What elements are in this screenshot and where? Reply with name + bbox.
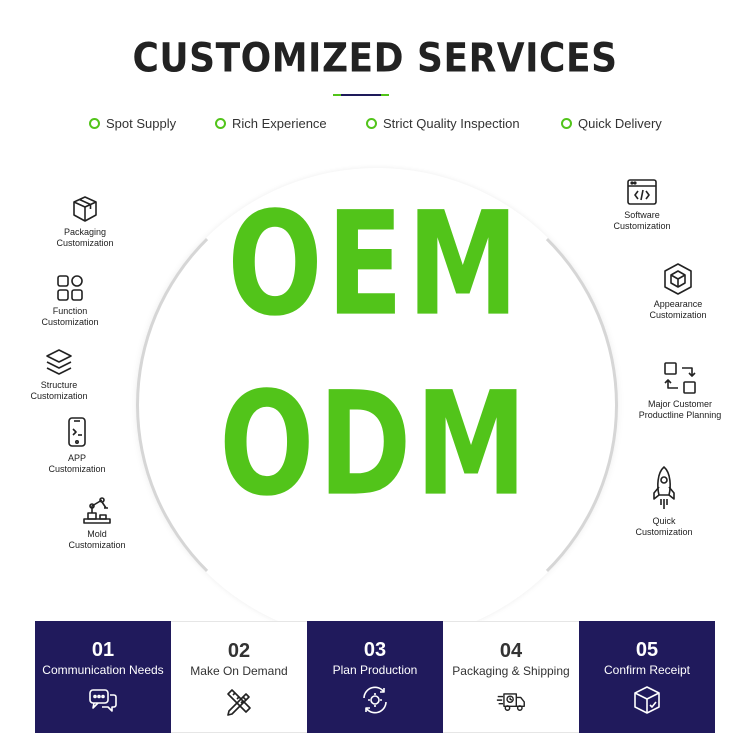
phone-icon xyxy=(68,417,86,447)
item-label-line1: Appearance xyxy=(653,299,703,309)
step-communication: 01 Communication Needs xyxy=(35,621,171,733)
step-label: Make On Demand xyxy=(190,664,288,678)
item-label-line2: Customization xyxy=(635,527,693,537)
item-label-line2: Productline Planning xyxy=(638,410,722,420)
feature-dot-icon xyxy=(89,118,100,129)
title-underline xyxy=(333,94,389,96)
step-label: Packaging & Shipping xyxy=(452,664,570,678)
step-number: 05 xyxy=(635,639,659,661)
right-item-appearance: Appearance Customization xyxy=(638,262,718,321)
step-confirm-receipt: 05 Confirm Receipt xyxy=(579,621,715,733)
item-label-line1: Major Customer xyxy=(647,399,712,409)
feature-label: Rich Experience xyxy=(232,116,327,131)
feature-label: Strict Quality Inspection xyxy=(383,116,520,131)
step-number: 03 xyxy=(363,639,387,661)
item-label-line1: Software xyxy=(624,210,660,220)
feature-quick-delivery: Quick Delivery xyxy=(561,116,662,131)
oem-text: OEM xyxy=(227,181,523,349)
feature-label: Spot Supply xyxy=(106,116,177,131)
feature-label: Quick Delivery xyxy=(578,116,662,131)
left-item-mold: Mold Customization xyxy=(57,494,137,551)
step-label: Plan Production xyxy=(332,663,418,677)
right-item-software: Software Customization xyxy=(602,177,682,232)
step-number: 02 xyxy=(227,640,251,662)
item-label-line1: Structure xyxy=(40,380,78,390)
box-icon xyxy=(73,196,97,222)
left-item-structure: Structure Customization xyxy=(19,347,99,402)
right-item-quick: Quick Customization xyxy=(624,465,704,538)
right-item-productline: Major Customer Productline Planning xyxy=(630,360,730,421)
step-number: 04 xyxy=(499,640,523,662)
odm-text: ODM xyxy=(219,361,531,529)
item-label-line2: Customization xyxy=(649,310,707,320)
feature-dot-icon xyxy=(215,118,226,129)
chat-icon xyxy=(89,689,117,712)
cube-icon xyxy=(664,263,692,295)
item-label-line2: Customization xyxy=(68,540,126,550)
feature-strict-quality: Strict Quality Inspection xyxy=(366,116,520,131)
step-label: Communication Needs xyxy=(42,663,164,677)
page-title: CUSTOMIZED SERVICES xyxy=(132,35,618,82)
code-window-icon xyxy=(627,179,657,205)
truck-icon xyxy=(496,693,525,711)
feature-spot-supply: Spot Supply xyxy=(89,116,176,131)
left-item-app: APP Customization xyxy=(37,416,117,475)
item-label-line2: Customization xyxy=(613,221,671,231)
step-make-on-demand: 02 Make On Demand xyxy=(171,621,307,733)
pencil-ruler-icon xyxy=(227,689,251,716)
cycle-icon xyxy=(664,362,696,394)
feature-dot-icon xyxy=(561,118,572,129)
layers-icon xyxy=(46,349,72,375)
robot-arm-icon xyxy=(83,497,111,524)
feature-rich-experience: Rich Experience xyxy=(215,116,327,131)
item-label-line2: Customization xyxy=(48,464,106,474)
item-label-line1: Function xyxy=(52,306,88,316)
item-label-line2: Customization xyxy=(30,391,88,401)
left-item-function: Function Customization xyxy=(30,273,110,328)
gear-cycle-icon xyxy=(363,686,387,714)
process-steps: 01 Communication Needs 02 Make On Demand… xyxy=(35,621,715,733)
step-plan-production: 03 Plan Production xyxy=(307,621,443,733)
item-label-line1: Packaging xyxy=(63,227,107,237)
feature-dot-icon xyxy=(366,118,377,129)
item-label-line1: APP xyxy=(67,453,86,463)
grid-icon xyxy=(57,275,83,301)
center-ring xyxy=(136,168,618,642)
step-label: Confirm Receipt xyxy=(603,663,691,677)
package-check-icon xyxy=(634,686,660,714)
rocket-icon xyxy=(653,466,675,509)
left-item-packaging: Packaging Customization xyxy=(45,194,125,249)
item-label-line1: Mold xyxy=(87,529,107,539)
step-packaging-shipping: 04 Packaging & Shipping xyxy=(443,621,579,733)
item-label-line1: Quick xyxy=(652,516,676,526)
item-label-line2: Customization xyxy=(41,317,99,327)
step-number: 01 xyxy=(91,639,115,661)
item-label-line2: Customization xyxy=(56,238,114,248)
